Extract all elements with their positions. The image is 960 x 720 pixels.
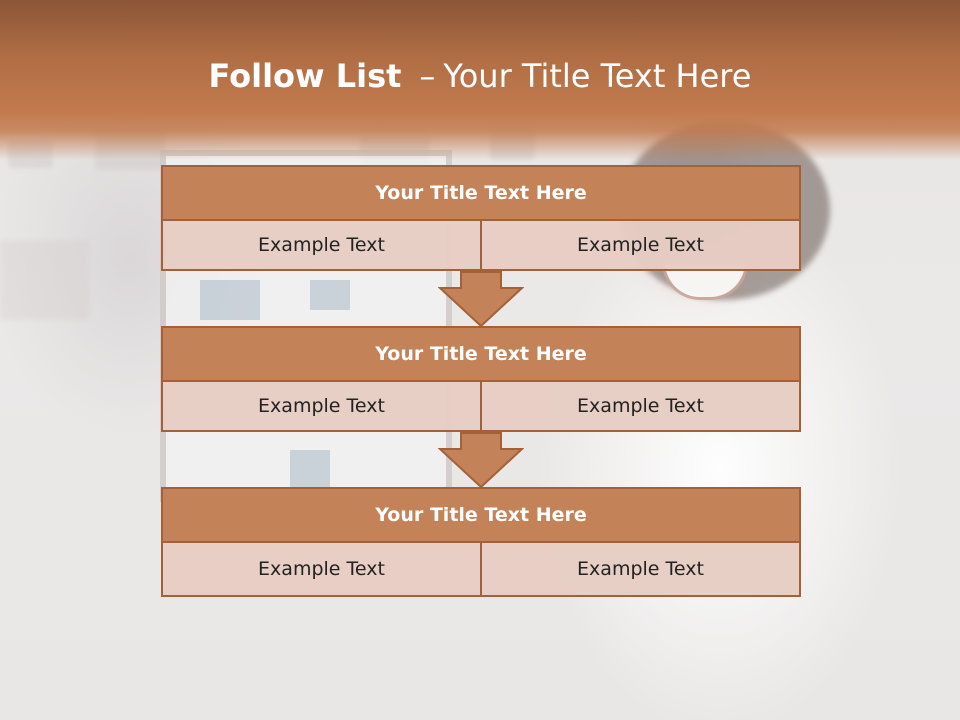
down-arrow-icon	[438, 271, 524, 327]
down-arrow-icon	[438, 432, 524, 488]
list-block-3: Your Title Text Here Example Text Exampl…	[161, 487, 801, 597]
slide-title-bold: Follow List	[208, 57, 402, 95]
block-cell-left: Example Text	[161, 382, 482, 432]
slide-title: Follow List–Your Title Text Here	[0, 56, 960, 96]
list-block-2: Your Title Text Here Example Text Exampl…	[161, 326, 801, 432]
slide-title-separator: –	[419, 57, 436, 95]
list-block-1: Your Title Text Here Example Text Exampl…	[161, 165, 801, 271]
block-cell-left: Example Text	[161, 543, 482, 597]
block-row: Example Text Example Text	[161, 221, 801, 271]
slide-title-rest: Your Title Text Here	[443, 57, 752, 95]
block-cell-right: Example Text	[482, 543, 801, 597]
block-title: Your Title Text Here	[161, 165, 801, 221]
block-title: Your Title Text Here	[161, 487, 801, 543]
block-title: Your Title Text Here	[161, 326, 801, 382]
block-row: Example Text Example Text	[161, 543, 801, 597]
block-cell-right: Example Text	[482, 221, 801, 271]
block-row: Example Text Example Text	[161, 382, 801, 432]
header-band	[0, 0, 960, 160]
block-cell-right: Example Text	[482, 382, 801, 432]
block-cell-left: Example Text	[161, 221, 482, 271]
